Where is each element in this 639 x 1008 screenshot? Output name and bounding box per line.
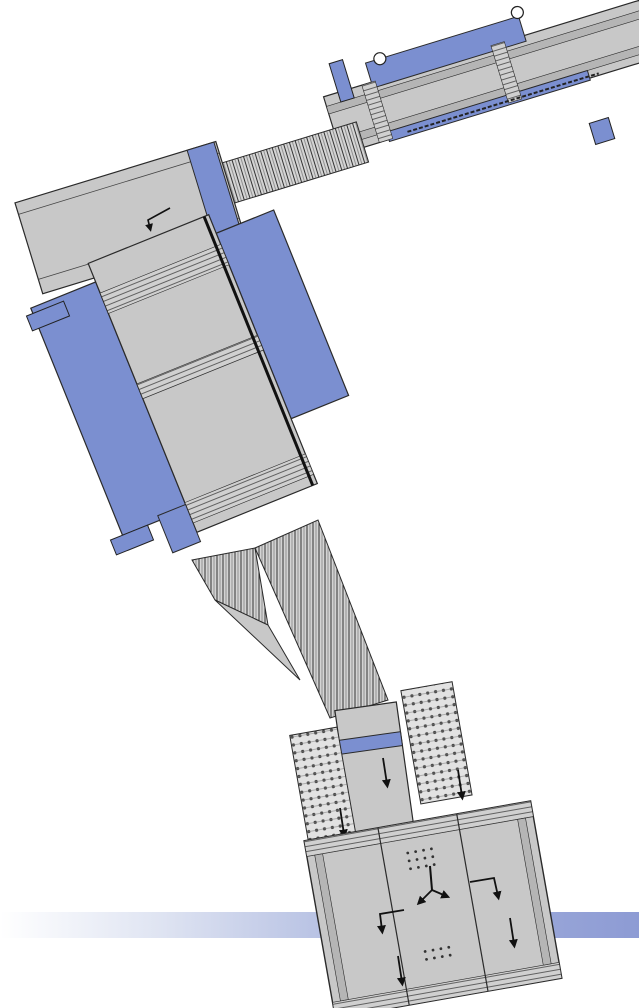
down-arrow [381, 757, 391, 789]
loading-platform [14, 140, 245, 295]
down-left-arrow [145, 207, 171, 232]
distribution-table [303, 800, 563, 1008]
side-motor-left-lower [109, 524, 155, 556]
top-conveyor [322, 0, 639, 155]
right-roller-conveyor [400, 681, 473, 805]
bidirectional-arrow [416, 865, 451, 906]
motor-box [588, 116, 616, 146]
diagonal-chute [212, 121, 370, 207]
slatted-chute [191, 519, 389, 719]
down-arrow [456, 769, 466, 801]
left-down-arrow [376, 909, 405, 935]
right-down-arrow [469, 876, 502, 901]
main-conveyor [29, 209, 350, 554]
down-arrow [508, 917, 518, 949]
side-motor-left [25, 300, 71, 332]
down-arrow [338, 807, 348, 839]
down-arrow [396, 955, 406, 987]
